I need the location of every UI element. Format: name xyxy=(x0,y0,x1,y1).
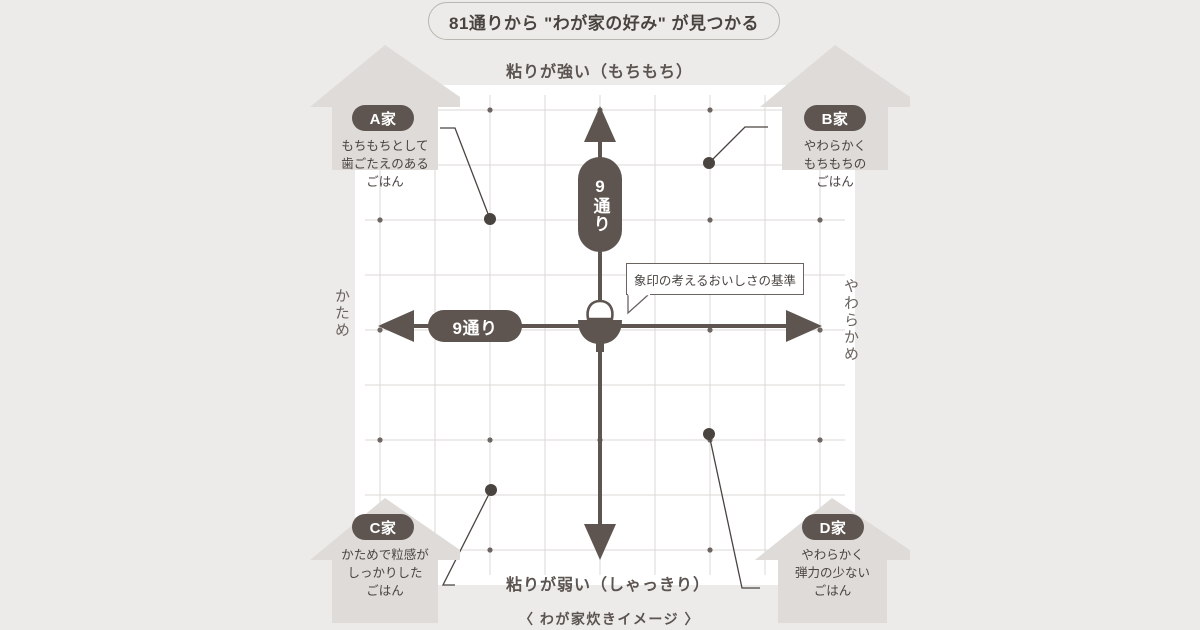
house-callout-a: A家 もちもちとして 歯ごたえのある ごはん xyxy=(310,45,460,189)
house-badge-d: D家 xyxy=(802,514,864,540)
house-text-a: もちもちとして 歯ごたえのある ごはん xyxy=(341,139,429,190)
house-text-b: やわらかく もちもちの ごはん xyxy=(803,139,867,190)
house-badge-b: B家 xyxy=(804,105,866,131)
axis-label-right: やわらかめ xyxy=(842,278,859,363)
page-title: 81通りから "わが家の好み" が見つかる xyxy=(428,2,780,40)
house-shape-icon xyxy=(755,498,910,623)
house-shape-icon xyxy=(310,498,460,623)
house-callout-c: C家 かためで粒感が しっかりした ごはん xyxy=(310,498,460,623)
vertical-range-badge: 9通り xyxy=(578,157,622,252)
house-badge-c: C家 xyxy=(352,514,414,540)
house-callout-d: D家 やわらかく 弾力の少ない ごはん xyxy=(755,498,910,623)
axis-label-bottom: 粘りが弱い（しゃっきり） xyxy=(506,577,711,594)
house-text-d: やわらかく 弾力の少ない ごはん xyxy=(794,548,870,599)
axis-label-left: かため xyxy=(333,288,350,339)
callout-tail-icon xyxy=(627,294,650,315)
axis-label-top: 粘りが強い（もちもち） xyxy=(506,64,694,81)
horizontal-range-badge: 9通り xyxy=(428,310,522,342)
house-text-c: かためで粒感が しっかりした ごはん xyxy=(341,548,429,599)
origin-callout: 象印の考えるおいしさの基準 xyxy=(626,263,804,295)
figure-caption: 〈 わが家炊きイメージ 〉 xyxy=(519,611,700,627)
house-callout-b: B家 やわらかく もちもちの ごはん xyxy=(760,45,910,189)
house-badge-a: A家 xyxy=(352,105,414,131)
